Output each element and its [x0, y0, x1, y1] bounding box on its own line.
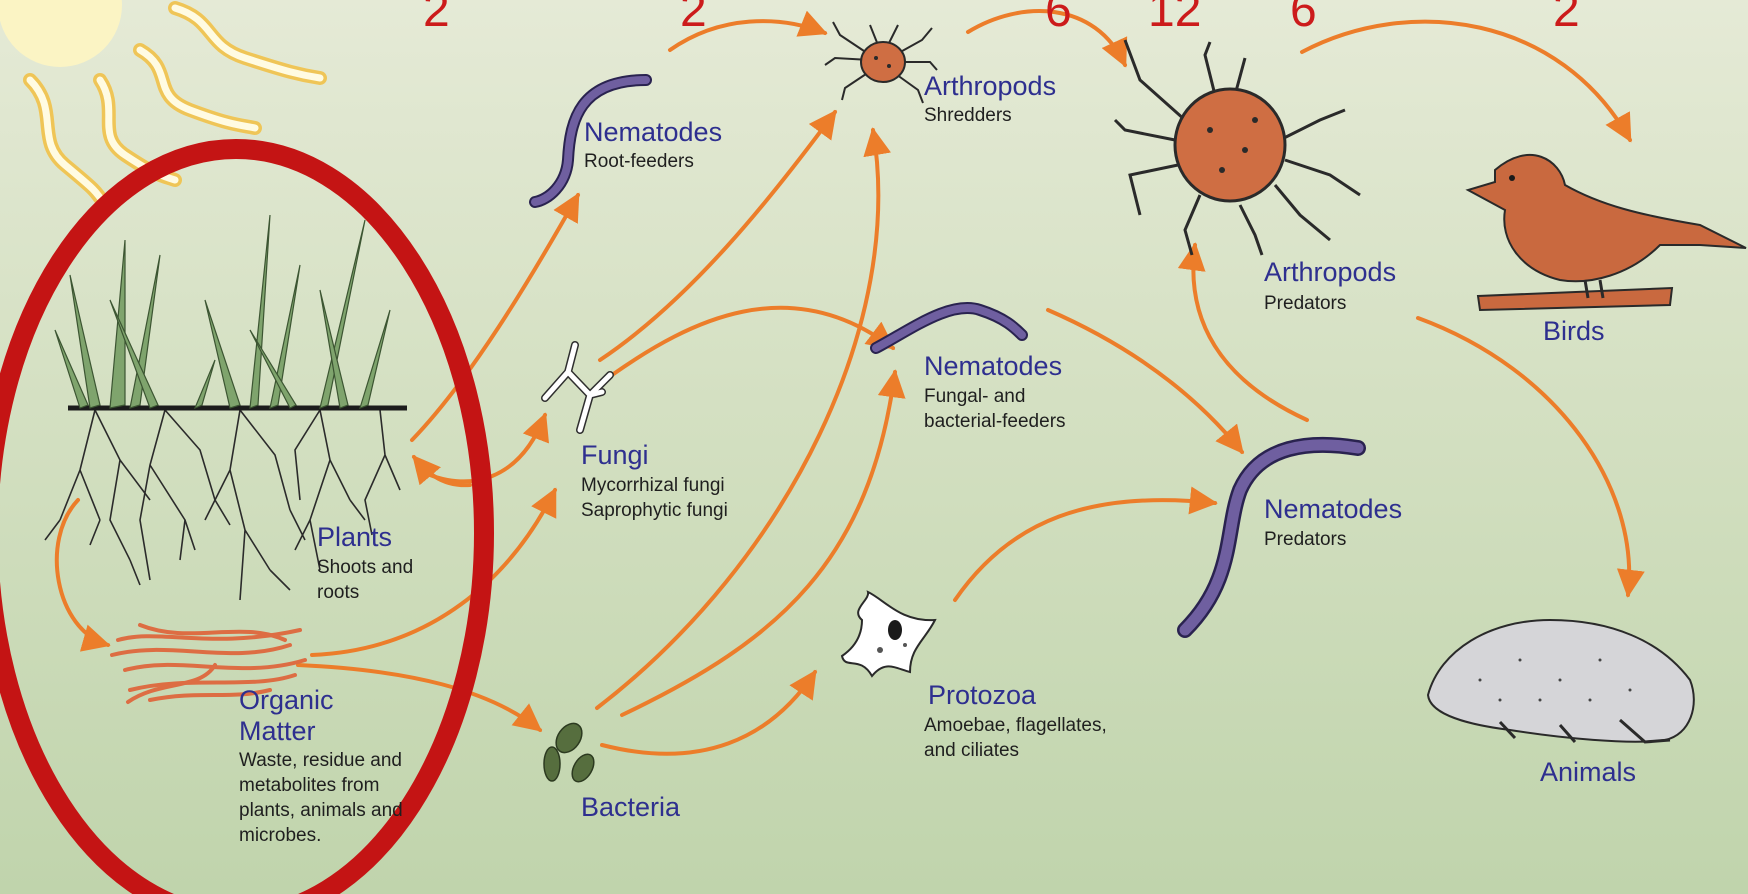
node-title-predator-arthropods: Arthropods [1264, 257, 1396, 288]
nematode-icon [876, 308, 1022, 348]
node-desc-plants: Shoots and roots [317, 555, 413, 605]
node-title-plants: Plants [317, 522, 392, 553]
node-title-root-nematodes: Nematodes [584, 117, 722, 148]
level-number: 6 [1045, 0, 1072, 35]
node-desc-fungi: Mycorrhizal fungi Saprophytic fungi [581, 473, 728, 523]
mite-icon [825, 22, 937, 103]
node-title-predator-nematodes: Nematodes [1264, 494, 1402, 525]
node-title-organic-matter: Organic Matter [239, 685, 334, 747]
level-number: 2 [1553, 0, 1580, 35]
arrow-fb-nematodes-to-predator-nematodes [1048, 310, 1242, 452]
node-desc-fb-nematodes: Fungal- and bacterial-feeders [924, 384, 1066, 434]
mite-icon [1115, 40, 1360, 255]
bacteria-icon [544, 719, 598, 786]
level-number: 2 [423, 0, 450, 35]
arrow-organic-to-bacteria [298, 665, 540, 730]
mole-icon [1428, 620, 1694, 742]
node-desc-shredder-arthropods: Shredders [924, 103, 1012, 128]
level-number: 6 [1290, 0, 1317, 35]
node-desc-predator-nematodes: Predators [1264, 527, 1346, 552]
node-title-fb-nematodes: Nematodes [924, 351, 1062, 382]
amoeba-icon [842, 592, 935, 676]
node-title-bacteria: Bacteria [581, 792, 680, 823]
node-title-animals: Animals [1540, 757, 1636, 788]
node-title-fungi: Fungi [581, 440, 649, 471]
arrow-bacteria-to-protozoa [602, 672, 815, 754]
level-number: 12 [1148, 0, 1201, 35]
node-desc-protozoa: Amoebae, flagellates, and ciliates [924, 713, 1107, 763]
arrow-bacteria-to-shredders [597, 130, 878, 708]
level-number: 2 [680, 0, 707, 35]
node-title-protozoa: Protozoa [928, 680, 1036, 711]
node-desc-predator-arthropods: Predators [1264, 291, 1346, 316]
arrow-predator-arthropods-to-animals [1418, 318, 1629, 595]
arrow-protozoa-to-predator-nematodes [955, 500, 1215, 600]
bird-icon [1468, 155, 1746, 310]
arrow-predator-arthropods-to-birds [1302, 22, 1630, 140]
node-title-shredder-arthropods: Arthropods [924, 71, 1056, 102]
node-desc-root-nematodes: Root-feeders [584, 149, 694, 174]
arrow-plants-to-organic-matter [57, 500, 108, 645]
feeding-arrows [57, 11, 1630, 754]
node-desc-organic-matter: Waste, residue and metabolites from plan… [239, 748, 403, 848]
node-title-birds: Birds [1543, 316, 1605, 347]
